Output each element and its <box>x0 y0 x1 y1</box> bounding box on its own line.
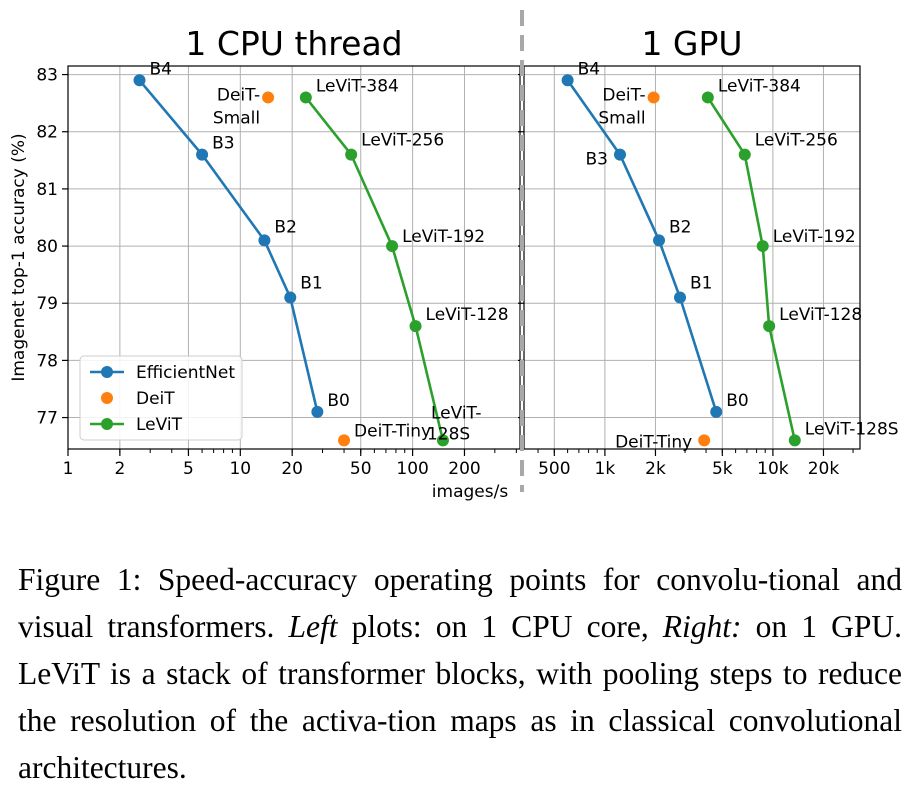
data-label: B3 <box>586 150 608 170</box>
x-tick-label: 5 <box>183 459 194 479</box>
data-label: 128S <box>427 424 470 444</box>
data-label: LeViT-192 <box>402 227 485 247</box>
data-label: LeViT- <box>431 403 482 423</box>
y-tick-label: 78 <box>36 351 58 371</box>
x-tick-label: 10 <box>229 459 251 479</box>
x-tick-label: 2 <box>114 459 125 479</box>
y-axis-label: Imagenet top-1 accuracy (%) <box>9 133 29 381</box>
data-point <box>262 91 275 104</box>
data-label: Small <box>598 108 645 128</box>
x-tick-label: 1k <box>595 459 616 479</box>
data-point <box>763 320 776 333</box>
figure-caption: Figure 1: Speed-accuracy operating point… <box>18 556 902 791</box>
data-label: LeViT-384 <box>718 76 801 96</box>
caption-suffix: on 1 GPU. LeViT is a stack of transforme… <box>18 609 903 785</box>
y-tick-label: 77 <box>36 409 58 429</box>
data-point <box>647 91 660 104</box>
data-label: B3 <box>212 134 234 154</box>
chart-title: 1 GPU <box>641 24 742 63</box>
data-point <box>613 148 626 161</box>
data-label: B0 <box>327 391 349 411</box>
data-point <box>299 91 312 104</box>
data-label: DeiT-Tiny <box>354 421 431 441</box>
x-axis-label: images/s <box>432 482 509 502</box>
data-label: LeViT-192 <box>773 227 856 247</box>
legend-label: LeViT <box>136 415 183 435</box>
legend-label: DeiT <box>136 389 175 409</box>
legend-marker <box>101 418 113 430</box>
data-point <box>710 405 723 418</box>
data-point <box>409 320 422 333</box>
data-label: LeViT-128 <box>779 305 862 325</box>
data-label: DeiT- <box>602 85 645 105</box>
data-label: B0 <box>726 391 748 411</box>
y-tick-label: 79 <box>36 294 58 314</box>
data-label: B2 <box>669 217 691 237</box>
x-tick-label: 10k <box>757 459 789 479</box>
data-point <box>653 234 666 247</box>
data-point <box>386 240 399 253</box>
data-point <box>756 240 769 253</box>
chart-title: 1 CPU thread <box>185 24 402 63</box>
text-layer: 1 2 5 10 20 50 100 200 77 78 79 80 81 82 83 1 CPU threa… <box>9 24 899 502</box>
data-label: Small <box>213 108 260 128</box>
y-tick-label: 83 <box>36 66 58 86</box>
x-tick-label: 200 <box>448 459 480 479</box>
data-point <box>436 434 449 447</box>
data-label: LeViT-128S <box>805 419 899 439</box>
y-tick-label: 82 <box>36 123 58 143</box>
data-label: LeViT-384 <box>316 76 399 96</box>
x-tick-label: 20 <box>281 459 303 479</box>
x-tick-label: 100 <box>396 459 428 479</box>
data-label: LeViT-256 <box>361 131 444 151</box>
x-tick-label: 500 <box>538 459 570 479</box>
data-label: LeViT-128 <box>426 305 509 325</box>
data-point <box>788 434 801 447</box>
grid-layer <box>67 66 860 449</box>
data-point <box>674 291 687 304</box>
data-point <box>345 148 358 161</box>
data-label: DeiT- <box>217 85 260 105</box>
x-tick-label: 2k <box>645 459 666 479</box>
caption-prefix: Figure 1: Speed-accuracy operating point… <box>18 562 902 644</box>
data-point <box>338 434 351 447</box>
axes-frame <box>67 65 521 450</box>
data-point <box>311 405 324 418</box>
speed-accuracy-figure: 1 2 5 10 20 50 100 200 77 78 79 80 81 82 83 1 CPU threa… <box>9 10 899 502</box>
data-point <box>133 74 146 87</box>
data-label: LeViT-256 <box>755 131 838 151</box>
data-point <box>284 291 297 304</box>
legend-box <box>79 355 243 441</box>
caption-middle: plots: on 1 CPU core, <box>337 609 663 644</box>
caption-left-word: Left <box>288 609 338 644</box>
legend-marker <box>101 366 113 378</box>
data-label: B4 <box>578 59 600 79</box>
axes-frame <box>523 65 861 450</box>
axes-frame-layer <box>62 10 861 492</box>
data-point <box>196 148 209 161</box>
data-label: DeiT-Tiny <box>615 432 692 452</box>
legend-marker <box>101 392 113 404</box>
x-tick-label: 5k <box>712 459 733 479</box>
data-label: B2 <box>274 217 296 237</box>
data-point <box>701 91 714 104</box>
data-point <box>258 234 271 247</box>
caption-right-word: Right: <box>662 609 742 644</box>
data-point <box>698 434 711 447</box>
data-point <box>561 74 574 87</box>
data-label: B4 <box>150 59 172 79</box>
x-tick-label: 50 <box>350 459 372 479</box>
series-layer <box>133 74 801 447</box>
x-tick-label: 1 <box>63 459 74 479</box>
y-tick-label: 80 <box>36 237 58 257</box>
x-tick-label: 20k <box>808 459 840 479</box>
y-tick-label: 81 <box>36 180 58 200</box>
data-point <box>738 148 751 161</box>
data-label: B1 <box>300 274 322 294</box>
data-label: B1 <box>690 274 712 294</box>
legend-label: EfficientNet <box>136 363 235 383</box>
